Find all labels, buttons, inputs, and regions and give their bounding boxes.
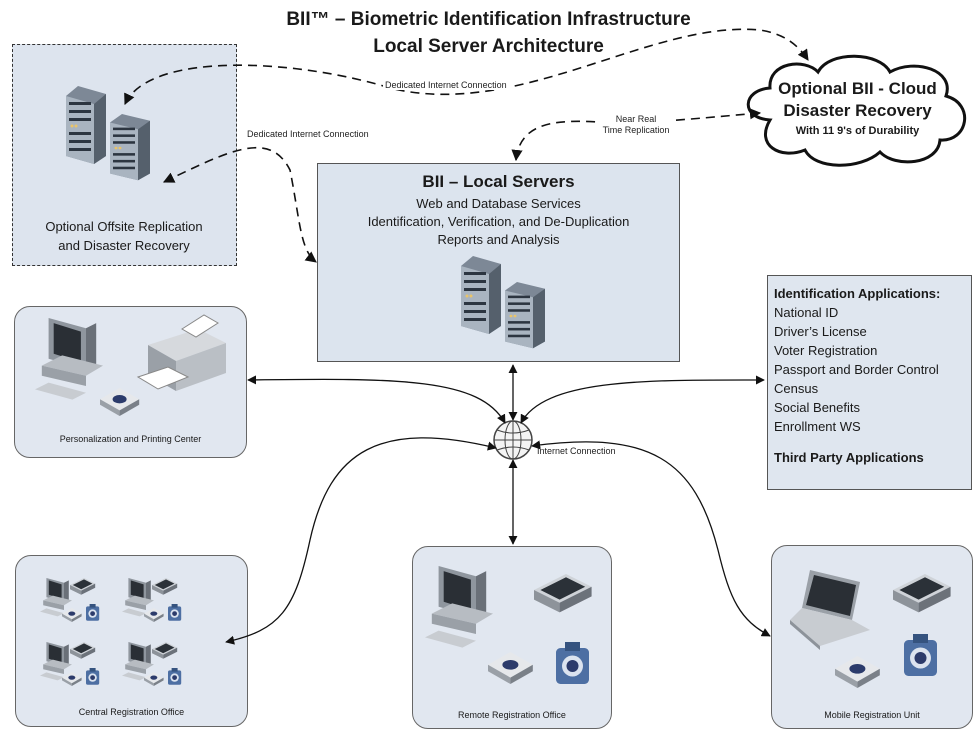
connector-globe-to-printing (247, 375, 506, 424)
connector-globe-to-central (225, 437, 497, 645)
camera-icon (86, 668, 100, 685)
ident-app-item: Voter Registration (774, 343, 878, 358)
fingerprint-reader-icon (144, 672, 164, 686)
connector-local-to-cloud (511, 108, 762, 162)
scanner-icon (70, 642, 96, 659)
fingerprint-reader-icon (62, 608, 82, 622)
ident-app-item: Driver’s License (774, 324, 867, 339)
ident-app-item: Social Benefits (774, 400, 860, 415)
camera-icon (168, 668, 182, 685)
local-servers-line2: Identification, Verification, and De-Dup… (367, 214, 630, 229)
remote-office-label: Remote Registration Office (458, 710, 566, 720)
server-icon (461, 256, 501, 334)
label-dedicated-top: Dedicated Internet Connection (383, 80, 509, 90)
local-servers-line3: Reports and Analysis (437, 232, 560, 247)
label-dedicated-left: Dedicated Internet Connection (247, 129, 369, 139)
card-tray-icon (100, 388, 140, 416)
ident-app-item: National ID (774, 305, 839, 320)
central-office-label: Central Registration Office (78, 707, 185, 717)
ident-app-item: Enrollment WS (774, 419, 861, 434)
workstation-icon (35, 318, 103, 400)
server-icon (110, 114, 150, 181)
connector-globe-to-ident (520, 375, 765, 424)
ident-apps-heading: Identification Applications: (774, 286, 941, 301)
server-icon (66, 86, 106, 164)
fingerprint-reader-icon (835, 656, 880, 688)
scanner-icon (152, 578, 178, 595)
local-servers-line1: Web and Database Services (416, 196, 581, 211)
fingerprint-reader-icon (144, 608, 164, 622)
camera-icon (556, 642, 589, 684)
camera-icon (168, 604, 182, 621)
cloud-title-line1: Optional BII - Cloud (778, 79, 937, 98)
connector-offsite-to-cloud (124, 28, 809, 106)
label-internet-connection: Internet Connection (537, 446, 616, 456)
mobile-unit-box: Mobile Registration Unit (771, 545, 973, 729)
label-near-real-line2: Time Replication (602, 125, 670, 135)
connector-globe-to-mobile (531, 440, 771, 637)
cloud-title-line2: Disaster Recovery (783, 101, 932, 120)
label-near-real-line1: Near Real (615, 114, 657, 124)
scanner-icon (534, 574, 592, 613)
laptop-icon (790, 570, 870, 650)
fingerprint-reader-icon (488, 652, 533, 684)
mobile-unit-label: Mobile Registration Unit (824, 710, 920, 720)
ident-app-item: Passport and Border Control (774, 362, 939, 377)
offsite-label-line2: and Disaster Recovery (58, 238, 190, 253)
globe-icon (493, 420, 533, 460)
third-party-apps: Third Party Applications (774, 450, 924, 465)
printing-center-box: Personalization and Printing Center (14, 306, 247, 458)
workstation-icon (425, 566, 493, 648)
scanner-icon (152, 642, 178, 659)
camera-icon (904, 634, 937, 676)
connector-local-to-offsite (162, 146, 317, 263)
identification-applications-box: Identification Applications: National ID… (767, 275, 972, 490)
fingerprint-reader-icon (62, 672, 82, 686)
local-servers-box: BII – Local Servers Web and Database Ser… (317, 163, 680, 362)
printing-center-label: Personalization and Printing Center (59, 434, 202, 444)
scanner-icon (70, 578, 96, 595)
cloud-durability: With 11 9's of Durability (795, 125, 920, 137)
local-servers-title: BII – Local Servers (422, 172, 575, 191)
server-icon (505, 282, 545, 349)
ident-app-item: Census (774, 381, 819, 396)
printer-icon (136, 314, 226, 391)
scanner-icon (893, 574, 951, 613)
diagram-title-line1: BII™ – Biometric Identification Infrastr… (286, 9, 691, 30)
camera-icon (86, 604, 100, 621)
